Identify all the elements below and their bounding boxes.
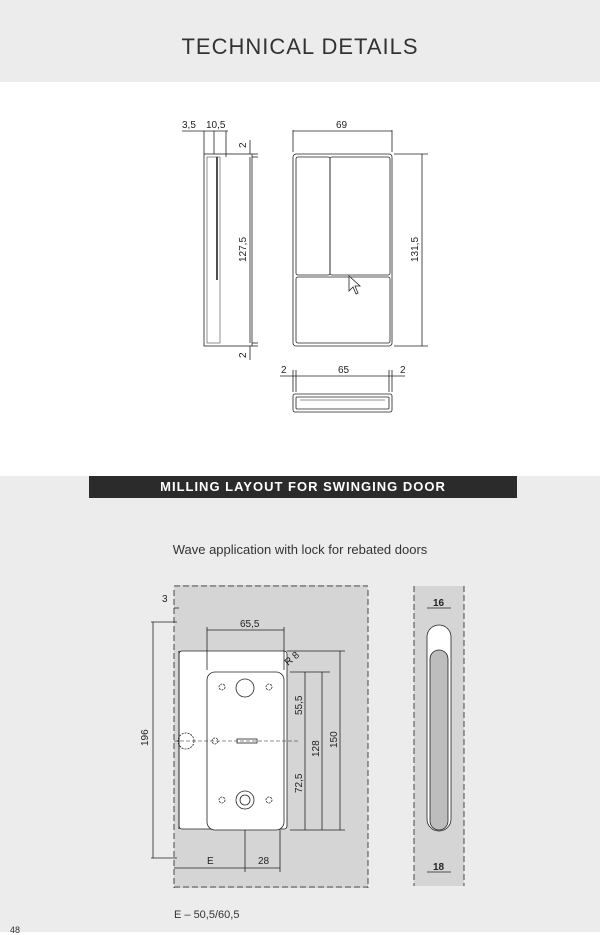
section-title-bar: MILLING LAYOUT FOR SWINGING DOOR xyxy=(89,476,517,498)
dim-69-label: 69 xyxy=(336,120,348,131)
handle-profile-drawing xyxy=(413,586,465,886)
dim-3-label: 3 xyxy=(162,594,168,605)
bottom-view-drawing xyxy=(280,370,405,413)
dim-3-5-label: 3,5 xyxy=(182,120,196,131)
dim-bottom-2-label: 2 xyxy=(238,352,249,358)
dim-left-2-label: 2 xyxy=(281,365,287,376)
dim-65-5-label: 65,5 xyxy=(240,619,260,630)
side-view-drawing xyxy=(182,130,258,360)
dim-72-5-label: 72,5 xyxy=(294,773,305,793)
header-band xyxy=(0,0,600,82)
dim-127-5-label: 127,5 xyxy=(238,237,249,262)
dim-131-5-label: 131,5 xyxy=(410,237,421,262)
milling-subtitle: Wave application with lock for rebated d… xyxy=(172,542,428,557)
dim-10-5-label: 10,5 xyxy=(206,120,226,131)
milling-layout-drawing xyxy=(151,585,369,888)
dim-65-label: 65 xyxy=(338,365,350,376)
dim-128-label: 128 xyxy=(311,740,322,757)
dim-28-label: 28 xyxy=(258,856,270,867)
dim-e-label: E xyxy=(207,856,214,867)
footnote: E – 50,5/60,5 xyxy=(174,909,240,921)
page-title: TECHNICAL DETAILS xyxy=(181,34,419,59)
front-view-drawing xyxy=(292,130,428,347)
dim-16-label: 16 xyxy=(433,598,445,609)
dim-55-5-label: 55,5 xyxy=(294,695,305,715)
page-number: 48 xyxy=(10,925,21,935)
dim-top-2-label: 2 xyxy=(238,142,249,148)
dim-196-label: 196 xyxy=(140,729,151,746)
dim-18-label: 18 xyxy=(433,862,445,873)
dim-150-label: 150 xyxy=(329,731,340,748)
cursor-icon xyxy=(348,275,362,295)
dim-right-2-label: 2 xyxy=(400,365,406,376)
